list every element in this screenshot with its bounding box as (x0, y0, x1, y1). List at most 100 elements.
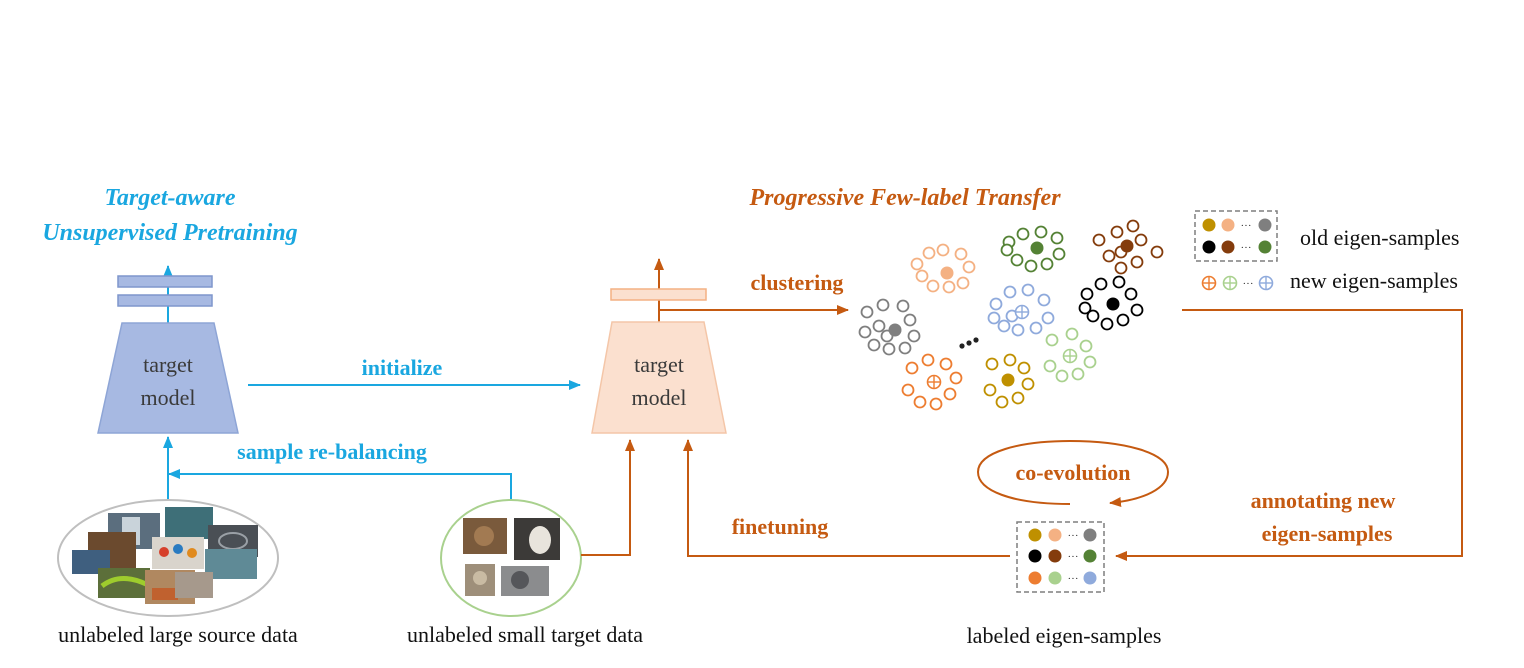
sample-point (942, 280, 956, 294)
rebalancing-label: sample re-balancing (237, 439, 427, 464)
labeled-ellipsis-0: ··· (1068, 530, 1079, 542)
labeled-ellipsis-2: ··· (1068, 573, 1079, 585)
finetuning-arrow (683, 439, 1010, 557)
sample-point (1011, 391, 1025, 405)
legend-old-label: old eigen-samples (1300, 225, 1459, 250)
labeled-sample-dot (1083, 549, 1097, 563)
labeled-sample-dot (1028, 528, 1042, 542)
sample-point (1055, 369, 1069, 383)
legend-new-label: new eigen-samples (1290, 268, 1458, 293)
initialize-label: initialize (362, 355, 443, 380)
sample-point (867, 338, 881, 352)
cluster-1 (910, 243, 976, 294)
left-head-bar-2 (117, 294, 213, 307)
source-data-caption: unlabeled large source data (58, 622, 298, 647)
legend-new-dots: ··· (1201, 275, 1274, 291)
target-to-model-arrow (581, 439, 635, 556)
cluster-4 (1078, 275, 1144, 331)
sample-point (1037, 293, 1051, 307)
labeled-sample-dot (1028, 549, 1042, 563)
sample-point (1024, 259, 1038, 273)
annotating-arrow (1115, 309, 1463, 561)
cluster-0 (858, 298, 921, 356)
legend-old-box (1194, 210, 1278, 262)
legend-old-dot (1258, 240, 1272, 254)
sample-point (954, 247, 968, 261)
sample-point (956, 276, 970, 290)
cluster-2 (1000, 225, 1066, 273)
sample-point (1003, 353, 1017, 367)
sample-point (907, 329, 921, 343)
sample-point (1130, 255, 1144, 269)
eigen-sample-point (888, 323, 902, 337)
sample-point (882, 342, 896, 356)
legend-old-dot (1258, 218, 1272, 232)
sample-point (1052, 247, 1066, 261)
sample-point (1116, 313, 1130, 327)
sample-point (1086, 309, 1100, 323)
sample-point (1080, 287, 1094, 301)
sample-point (1094, 277, 1108, 291)
sample-point (929, 397, 943, 411)
coevolution-label: co-evolution (1016, 460, 1131, 485)
right-target-model (591, 321, 727, 434)
eigen-sample-point (1001, 373, 1015, 387)
sample-point (921, 353, 935, 367)
sample-point (1092, 233, 1106, 247)
cluster-scatter (858, 219, 1164, 411)
sample-point (905, 361, 919, 375)
right-head-bar (610, 288, 707, 301)
cluster-3 (1092, 219, 1164, 275)
sample-point (901, 383, 915, 397)
labeled-sample-dot (1048, 549, 1062, 563)
eigen-sample-point (940, 266, 954, 280)
labeled-samples-box (1016, 521, 1105, 593)
sample-point (936, 243, 950, 257)
legend-old-ellipsis-1: ··· (1241, 220, 1252, 232)
labeled-sample-dot (1083, 571, 1097, 585)
sample-point (949, 371, 963, 385)
labeled-sample-dot (1083, 528, 1097, 542)
legend-old-dot (1221, 240, 1235, 254)
sample-point (1134, 233, 1148, 247)
left-model-label-line1: target (143, 352, 193, 377)
labeled-sample-dot (1048, 571, 1062, 585)
target-data-caption: unlabeled small target data (407, 622, 643, 647)
sample-point (1083, 355, 1097, 369)
right-model-label-line1: target (634, 352, 684, 377)
rebalancing-arrow (168, 469, 512, 502)
sample-point (943, 387, 957, 401)
left-target-model (97, 322, 239, 434)
sample-point (915, 269, 929, 283)
sample-point (876, 298, 890, 312)
cluster-6 (1043, 327, 1097, 383)
left-model-label-line2: model (141, 385, 196, 410)
right-title: Progressive Few-label Transfer (748, 185, 1061, 211)
sample-point (872, 319, 886, 333)
legend-old-dot (1202, 218, 1216, 232)
sample-point (1050, 231, 1064, 245)
target-image-collage (463, 518, 560, 596)
annotating-label-line1: annotating new (1251, 488, 1396, 513)
eigen-sample-point (1030, 241, 1044, 255)
sample-point (1126, 219, 1140, 233)
coevolution-cycle (976, 439, 1170, 508)
sample-point (1130, 303, 1144, 317)
left-title-line2: Unsupervised Pretraining (42, 220, 297, 246)
cluster-5 (987, 283, 1055, 337)
legend-old-dot (1221, 218, 1235, 232)
legend-new-ellipsis: ··· (1243, 278, 1254, 290)
sample-point (987, 311, 1001, 325)
cluster-ellipsis (959, 337, 979, 349)
sample-point (913, 395, 927, 409)
clustering-label: clustering (751, 270, 844, 295)
sample-point (997, 319, 1011, 333)
sample-point (922, 246, 936, 260)
sample-point (1011, 323, 1025, 337)
sample-point (1021, 377, 1035, 391)
sample-point (1041, 311, 1055, 325)
left-title-line1: Target-aware (104, 185, 235, 211)
sample-point (1021, 283, 1035, 297)
sample-point (1110, 225, 1124, 239)
sample-point (989, 297, 1003, 311)
